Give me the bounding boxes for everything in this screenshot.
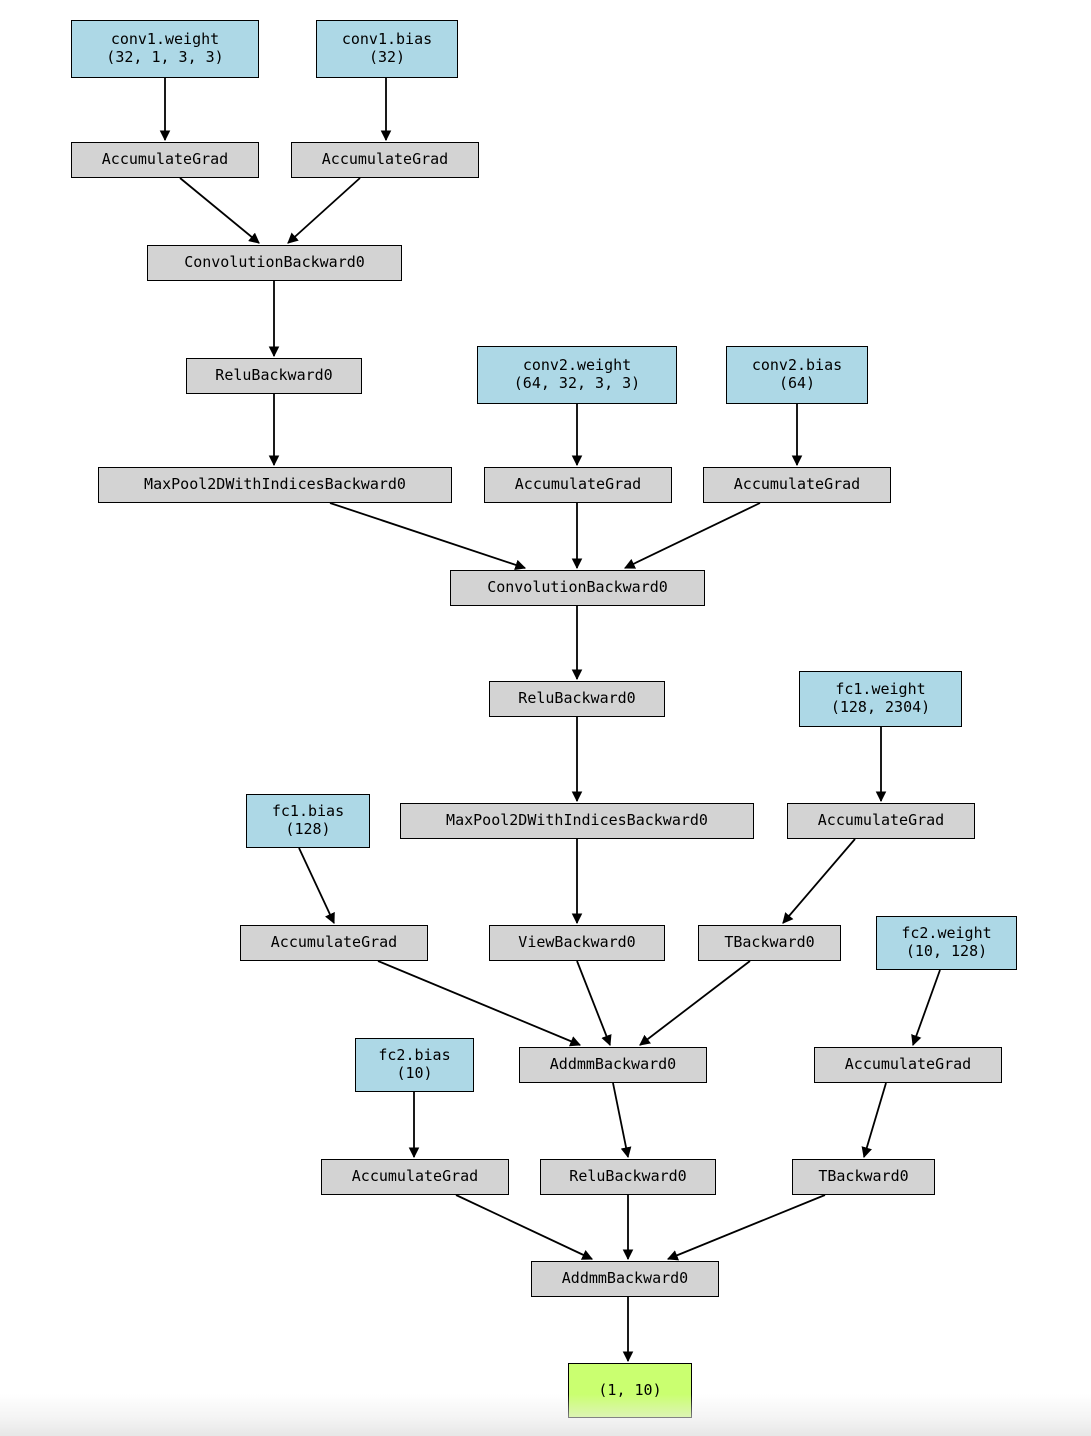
graph-node-label-shape: (10, 128) <box>905 942 988 960</box>
graph-node-conv_bwd_1[interactable]: ConvolutionBackward0 <box>147 245 402 281</box>
graph-node-fc1_bias[interactable]: fc1.bias(128) <box>246 794 370 848</box>
graph-edge <box>782 838 856 924</box>
graph-node-conv1_bias[interactable]: conv1.bias(32) <box>316 20 458 78</box>
graph-node-label-primary: MaxPool2DWithIndicesBackward0 <box>446 811 708 830</box>
graph-node-relu_bwd_2[interactable]: ReluBackward0 <box>489 681 665 717</box>
graph-node-label-primary: ReluBackward0 <box>518 689 636 708</box>
graph-node-ag_conv2_b[interactable]: AccumulateGrad <box>703 467 891 503</box>
graph-edge <box>377 960 581 1047</box>
graph-edge <box>455 1194 593 1260</box>
graph-node-label-primary: AccumulateGrad <box>844 1055 972 1074</box>
graph-node-label-primary: AccumulateGrad <box>101 150 229 169</box>
graph-node-label-primary: conv1.weight <box>110 30 220 49</box>
graph-node-label-primary: fc2.bias <box>378 1046 451 1065</box>
graph-node-label-shape: (64, 32, 3, 3) <box>513 374 641 392</box>
graph-node-label-primary: ViewBackward0 <box>518 933 636 952</box>
graph-node-label-shape: (32) <box>368 48 406 66</box>
graph-node-fc2_bias[interactable]: fc2.bias(10) <box>355 1038 474 1092</box>
graph-node-label-primary: (1, 10) <box>598 1380 662 1399</box>
graph-node-conv2_bias[interactable]: conv2.bias(64) <box>726 346 868 404</box>
graph-node-label-primary: ConvolutionBackward0 <box>487 578 668 597</box>
graph-node-fc1_weight[interactable]: fc1.weight(128, 2304) <box>799 671 962 727</box>
graph-node-label-primary: conv1.bias <box>341 30 433 49</box>
graph-node-label-primary: fc1.bias <box>271 802 345 821</box>
graph-node-maxpool_bwd_2[interactable]: MaxPool2DWithIndicesBackward0 <box>400 803 754 839</box>
graph-node-t_bwd_1[interactable]: TBackward0 <box>698 925 841 961</box>
graph-node-ag_conv1_w[interactable]: AccumulateGrad <box>71 142 259 178</box>
graph-node-relu_bwd_3[interactable]: ReluBackward0 <box>540 1159 716 1195</box>
graph-node-label-primary: fc1.weight <box>835 680 926 699</box>
graph-node-label-primary: AddmmBackward0 <box>549 1055 677 1074</box>
graph-node-ag_fc1_b[interactable]: AccumulateGrad <box>240 925 428 961</box>
graph-node-label-primary: ReluBackward0 <box>215 366 333 385</box>
graph-edge <box>639 960 751 1046</box>
graph-node-label-shape: (128, 2304) <box>830 698 931 716</box>
graph-node-ag_fc2_w[interactable]: AccumulateGrad <box>814 1047 1002 1083</box>
graph-node-label-primary: AccumulateGrad <box>321 150 449 169</box>
graph-node-ag_conv2_w[interactable]: AccumulateGrad <box>484 467 672 503</box>
graph-node-label-primary: ConvolutionBackward0 <box>184 253 365 272</box>
graph-node-label-shape: (32, 1, 3, 3) <box>106 48 224 66</box>
graph-edge <box>287 177 361 244</box>
graph-node-output[interactable]: (1, 10) <box>568 1363 692 1418</box>
graph-node-label-primary: AccumulateGrad <box>817 811 945 830</box>
graph-node-t_bwd_2[interactable]: TBackward0 <box>792 1159 935 1195</box>
graph-node-label-primary: AddmmBackward0 <box>561 1269 689 1288</box>
graph-edge <box>861 1082 887 1159</box>
graph-node-ag_conv1_b[interactable]: AccumulateGrad <box>291 142 479 178</box>
graph-node-label-primary: fc2.weight <box>901 924 992 943</box>
graph-node-ag_fc1_w[interactable]: AccumulateGrad <box>787 803 975 839</box>
graph-node-maxpool_bwd_1[interactable]: MaxPool2DWithIndicesBackward0 <box>98 467 452 503</box>
graph-node-ag_fc2_b[interactable]: AccumulateGrad <box>321 1159 509 1195</box>
graph-edge <box>329 502 527 571</box>
graph-node-label-primary: AccumulateGrad <box>733 475 861 494</box>
graph-node-view_bwd[interactable]: ViewBackward0 <box>489 925 665 961</box>
graph-node-label-shape: (10) <box>396 1064 433 1082</box>
graph-node-label-primary: conv2.weight <box>522 356 632 375</box>
graph-edge <box>576 960 612 1047</box>
graph-node-label-primary: ReluBackward0 <box>569 1167 687 1186</box>
graph-node-addmm_bwd_1[interactable]: AddmmBackward0 <box>519 1047 707 1083</box>
graph-node-label-shape: (128) <box>285 820 331 838</box>
graph-edge <box>624 502 761 569</box>
graph-node-conv2_weight[interactable]: conv2.weight(64, 32, 3, 3) <box>477 346 677 404</box>
graph-node-label-primary: MaxPool2DWithIndicesBackward0 <box>144 475 406 494</box>
graph-node-label-primary: AccumulateGrad <box>351 1167 479 1186</box>
graph-edge <box>298 847 335 924</box>
graph-node-label-shape: (64) <box>778 374 816 392</box>
graph-node-conv_bwd_2[interactable]: ConvolutionBackward0 <box>450 570 705 606</box>
graph-node-addmm_bwd_2[interactable]: AddmmBackward0 <box>531 1261 719 1297</box>
graph-node-label-primary: AccumulateGrad <box>270 933 398 952</box>
graph-edge <box>179 177 260 244</box>
graph-node-conv1_weight[interactable]: conv1.weight(32, 1, 3, 3) <box>71 20 259 78</box>
graph-node-label-primary: AccumulateGrad <box>514 475 642 494</box>
graph-node-label-primary: TBackward0 <box>724 933 815 952</box>
graph-edge <box>911 969 941 1047</box>
graph-node-relu_bwd_1[interactable]: ReluBackward0 <box>186 358 362 394</box>
graph-node-label-primary: TBackward0 <box>818 1167 909 1186</box>
graph-node-label-primary: conv2.bias <box>751 356 843 375</box>
graph-edge <box>612 1082 632 1159</box>
graph-edge <box>666 1194 826 1261</box>
graph-node-fc2_weight[interactable]: fc2.weight(10, 128) <box>876 916 1017 970</box>
